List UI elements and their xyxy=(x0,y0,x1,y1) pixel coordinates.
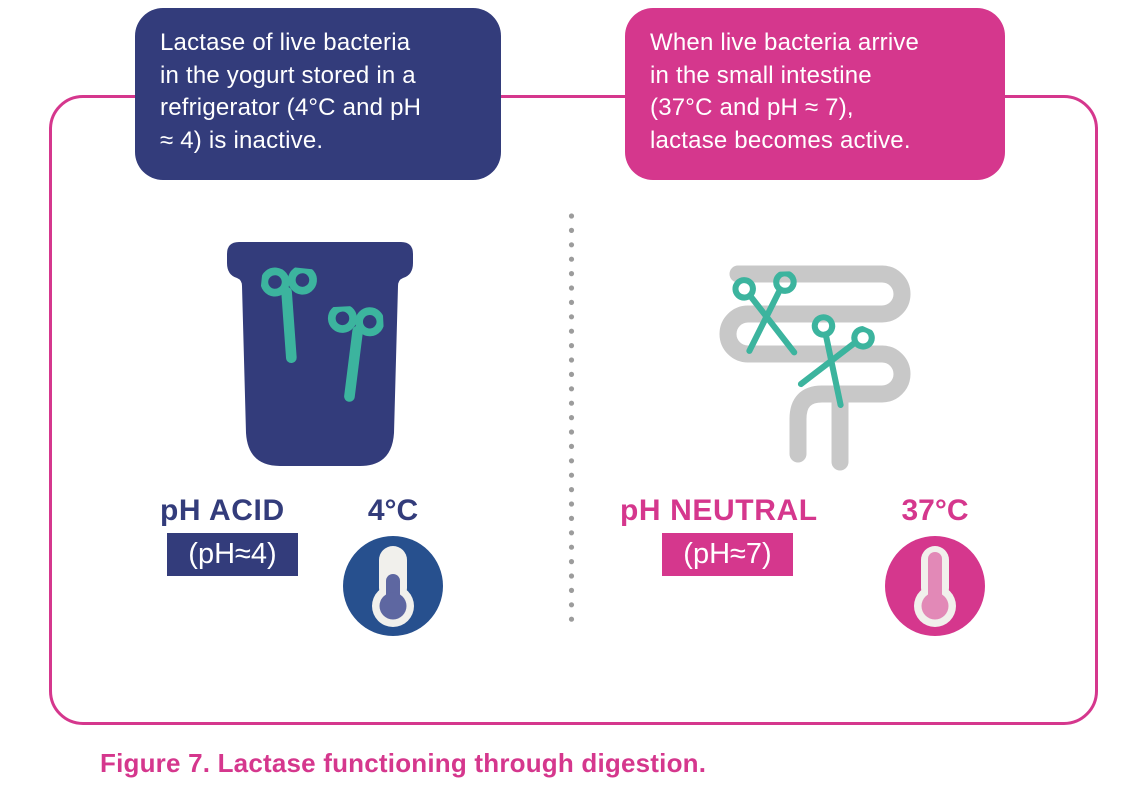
thermometer-icon-warm xyxy=(885,536,985,636)
open-scissors-icon xyxy=(732,270,798,356)
ph-neutral-label: pH NEUTRAL xyxy=(620,494,818,527)
thermometer-glyph xyxy=(372,546,414,627)
callout-line: refrigerator (4°C and pH xyxy=(160,94,422,121)
closed-scissors-icon xyxy=(327,304,385,402)
thermometer-glyph xyxy=(914,546,956,627)
callout-small-intestine: When live bacteria arrive in the small i… xyxy=(625,8,1005,180)
callout-line: in the yogurt stored in a xyxy=(160,61,416,89)
thermometer-icon-cold xyxy=(343,536,443,636)
callout-line: in the small intestine xyxy=(650,61,872,89)
temperature-label-left: 4°C xyxy=(367,494,419,527)
callout-line: lactase becomes active. xyxy=(650,126,911,154)
callout-line: ≈ 4) is inactive. xyxy=(160,126,324,154)
callout-line: Lactase of live bacteria xyxy=(160,29,411,56)
callout-line: When live bacteria arrive xyxy=(650,29,920,56)
callout-line: (37°C and pH ≈ 7), xyxy=(650,94,854,121)
open-scissors-icon xyxy=(797,314,875,409)
callout-refrigerator: Lactase of live bacteria in the yogurt s… xyxy=(135,8,501,180)
ph-acid-value-chip: (pH≈4) xyxy=(167,533,298,576)
dotted-divider xyxy=(568,213,575,635)
intestine-icon xyxy=(719,265,911,471)
ph-acid-label: pH ACID xyxy=(160,494,285,527)
ph-neutral-value-chip: (pH≈7) xyxy=(662,533,793,576)
closed-scissors-icon xyxy=(260,265,317,364)
figure-caption: Figure 7. Lactase functioning through di… xyxy=(100,748,707,778)
yogurt-pot-icon xyxy=(227,242,413,466)
temperature-label-right: 37°C xyxy=(901,494,969,527)
